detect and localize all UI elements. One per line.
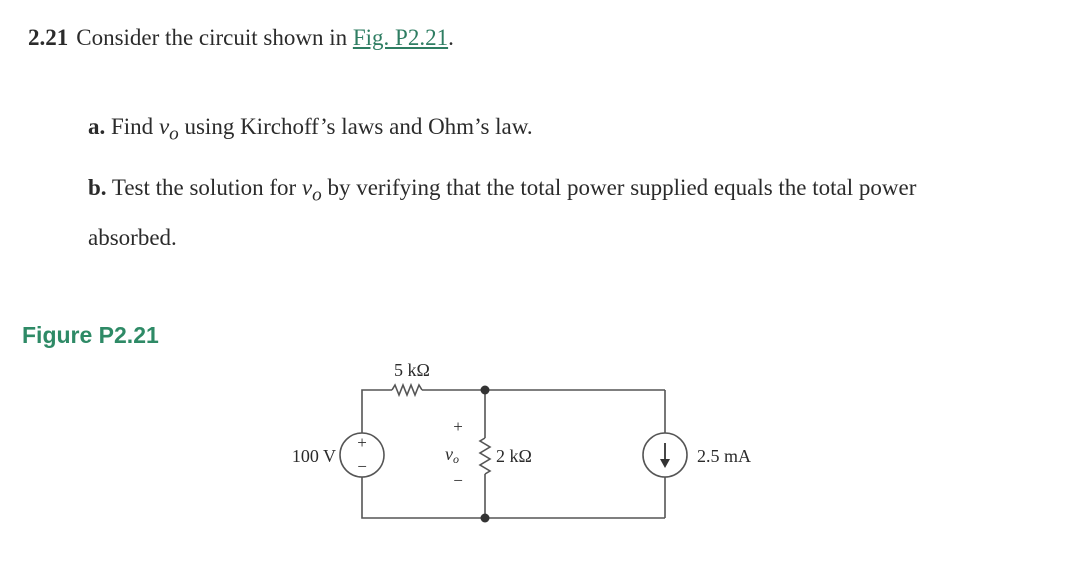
vo-label: vo xyxy=(445,444,459,466)
shunt-resistor-label: 2 kΩ xyxy=(496,446,532,466)
voltage-source-minus: − xyxy=(357,457,367,476)
problem-statement: 2.21 Consider the circuit shown in Fig. P… xyxy=(28,22,454,54)
part-b-variable: vo xyxy=(301,175,322,206)
shunt-resistor xyxy=(478,437,492,475)
problem-period: . xyxy=(448,25,454,50)
part-b: b. Test the solution for vo by verifying… xyxy=(88,167,988,259)
part-a: a. Find vo using Kirchoff’s laws and Ohm… xyxy=(88,106,988,156)
junction-dot-top xyxy=(480,385,490,395)
vo-minus: − xyxy=(453,471,463,490)
series-resistor xyxy=(391,382,423,398)
voltage-source-label: 100 V xyxy=(292,446,336,466)
part-a-variable: vo xyxy=(158,114,179,145)
problem-intro: Consider the circuit shown in xyxy=(76,25,348,50)
series-resistor-label: 5 kΩ xyxy=(394,360,430,380)
part-a-text-after: using Kirchoff’s laws and Ohm’s law. xyxy=(184,114,533,139)
wire-left-bottom xyxy=(361,477,665,519)
part-a-letter: a. xyxy=(88,114,106,139)
problem-number: 2.21 xyxy=(28,25,69,50)
current-arrow-icon xyxy=(660,443,670,468)
figure-caption: Figure P2.21 xyxy=(22,322,159,348)
current-source-label: 2.5 mA xyxy=(697,446,751,466)
part-b-text-before: Test the solution for xyxy=(111,175,297,200)
vo-plus: + xyxy=(453,417,463,436)
junction-dot-bottom xyxy=(480,513,490,523)
voltage-source-plus: + xyxy=(357,433,367,452)
wire-left-top xyxy=(361,389,392,433)
figure-reference-link[interactable]: Fig. P2.21 xyxy=(352,25,449,50)
part-b-text-after: by verifying that the total power suppli… xyxy=(88,175,917,250)
part-a-text-before: Find xyxy=(111,114,154,139)
voltage-source xyxy=(339,432,385,478)
part-b-letter: b. xyxy=(88,175,107,200)
